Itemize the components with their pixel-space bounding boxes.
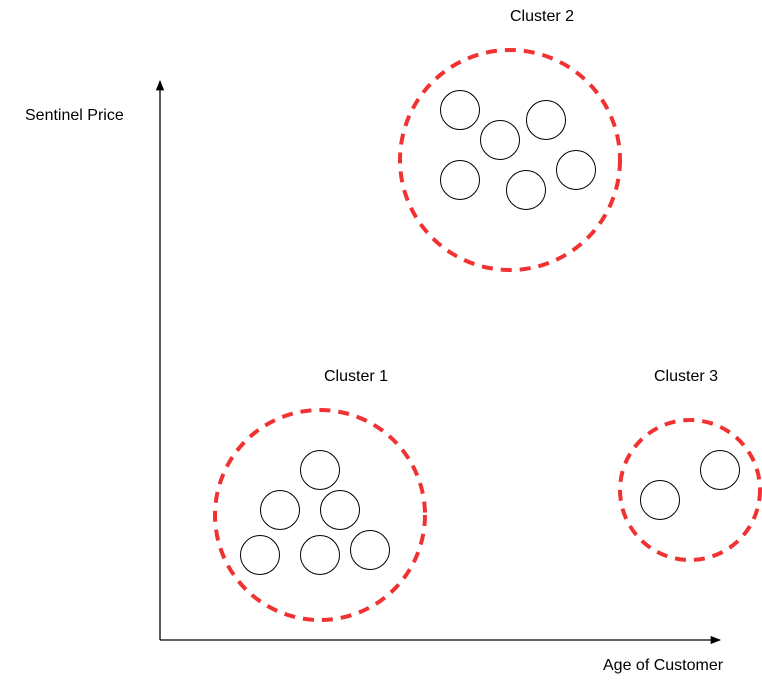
cluster-3: Cluster 3 <box>618 368 762 562</box>
data-point <box>300 535 340 575</box>
data-point <box>480 120 520 160</box>
cluster-2: Cluster 2 <box>398 8 622 272</box>
data-point <box>300 450 340 490</box>
data-point <box>440 160 480 200</box>
cluster-2-boundary <box>398 48 622 272</box>
x-axis-label: Age of Customer <box>603 657 724 674</box>
data-point <box>260 490 300 530</box>
data-point <box>506 170 546 210</box>
data-point <box>700 450 740 490</box>
cluster-1-label: Cluster 1 <box>324 368 388 385</box>
data-point <box>320 490 360 530</box>
data-point <box>440 90 480 130</box>
cluster-2-label: Cluster 2 <box>510 8 574 25</box>
data-point <box>240 535 280 575</box>
data-point <box>350 530 390 570</box>
cluster-3-label: Cluster 3 <box>654 368 718 385</box>
cluster-1: Cluster 1 <box>213 368 427 622</box>
data-point <box>526 100 566 140</box>
cluster-1-boundary <box>213 408 427 622</box>
data-point <box>640 480 680 520</box>
data-point <box>556 150 596 190</box>
cluster-3-boundary <box>618 418 762 562</box>
y-axis-label: Sentinel Price <box>25 107 124 124</box>
